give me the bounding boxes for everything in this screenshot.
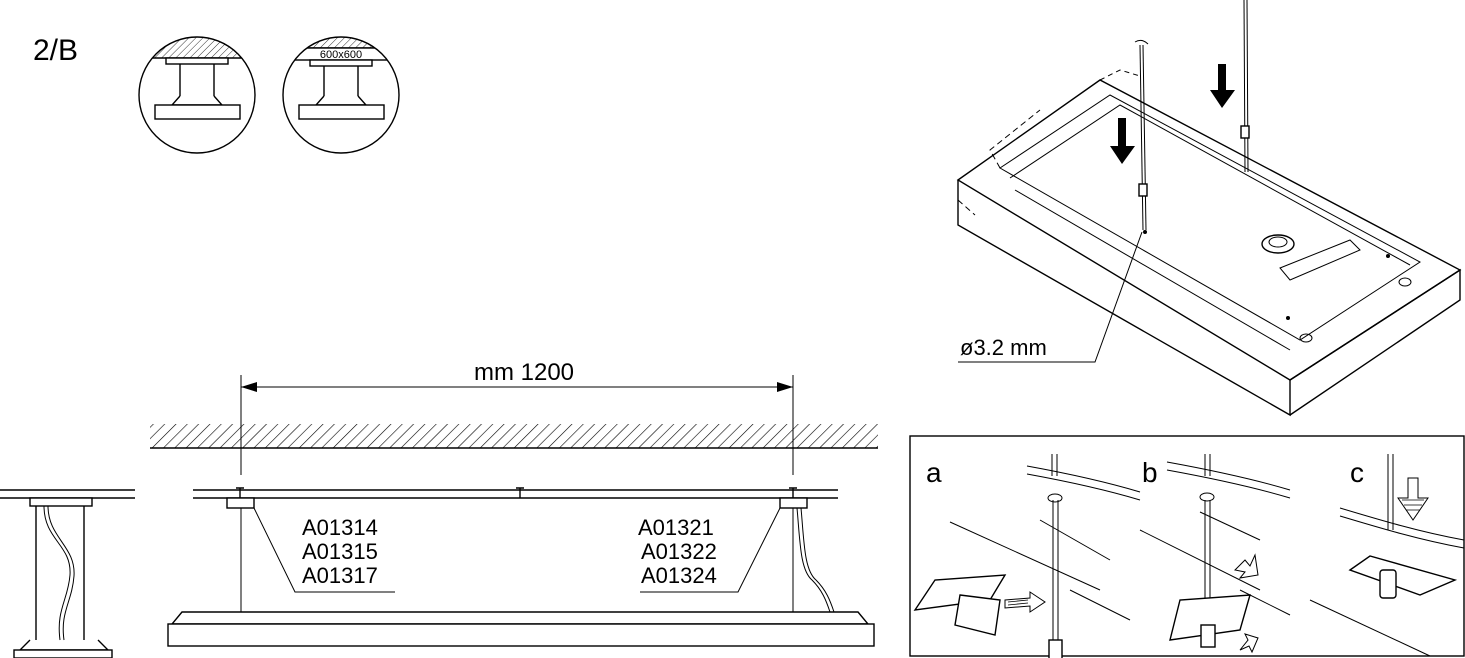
ceiling-tile-detail bbox=[282, 36, 400, 154]
front-view bbox=[167, 487, 875, 647]
step-label: 2/B bbox=[33, 34, 78, 67]
ceiling-tile-label: 600x600 bbox=[320, 49, 362, 61]
surface-mount-detail bbox=[138, 36, 256, 154]
step-a-detail bbox=[913, 454, 1141, 658]
side-view bbox=[0, 489, 135, 658]
step-c-label: c bbox=[1350, 457, 1364, 488]
steps-panel bbox=[909, 435, 1465, 657]
left-code-1: A01314 bbox=[302, 515, 378, 540]
ceiling bbox=[150, 424, 878, 449]
step-a-label: a bbox=[926, 457, 942, 488]
right-code-2: A01322 bbox=[641, 539, 717, 564]
right-code-3: A01324 bbox=[641, 563, 717, 588]
wire-diameter-label: ø3.2 mm bbox=[960, 335, 1047, 360]
step-b-label: b bbox=[1142, 457, 1158, 488]
dimension-label: mm 1200 bbox=[474, 359, 574, 386]
step-c-detail bbox=[1309, 454, 1465, 657]
left-code-2: A01315 bbox=[302, 539, 378, 564]
right-code-1: A01321 bbox=[638, 515, 714, 540]
left-code-3: A01317 bbox=[302, 563, 378, 588]
step-b-detail bbox=[1139, 454, 1291, 654]
luminaire-isometric bbox=[956, 0, 1462, 417]
